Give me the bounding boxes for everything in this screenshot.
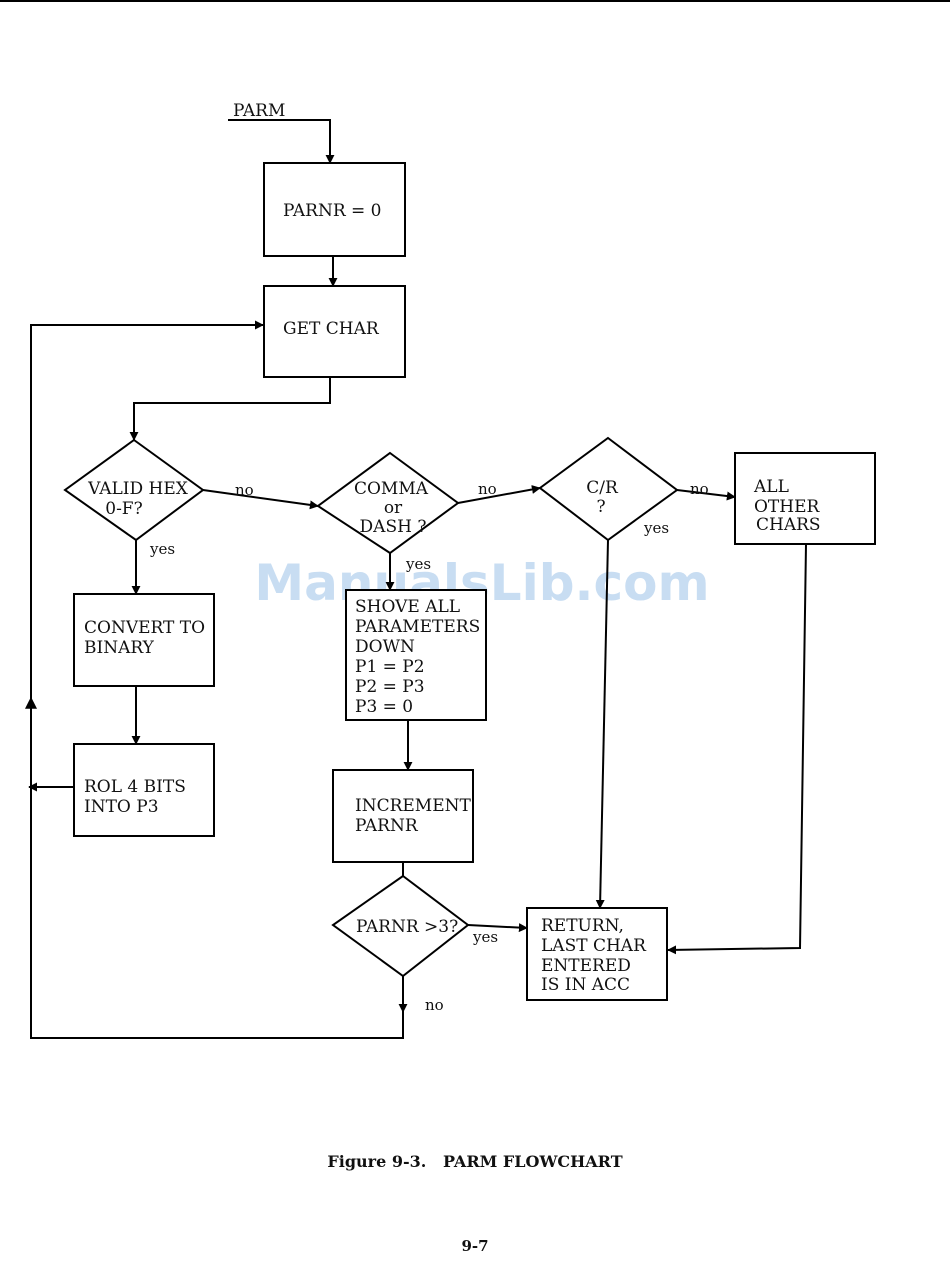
edge-parnr-yes bbox=[467, 923, 528, 933]
shove-line-6: P3 = 0 bbox=[355, 697, 413, 717]
edge-cr-yes bbox=[595, 539, 609, 909]
label-comma-yes: yes bbox=[405, 555, 431, 573]
node-return-box bbox=[526, 907, 668, 1001]
cr-line-1: C/R bbox=[586, 478, 619, 498]
page-number: 9-7 bbox=[461, 1237, 489, 1255]
label-parnr-yes: yes bbox=[472, 928, 498, 946]
node-shove-box bbox=[345, 589, 487, 721]
convert-line-1: CONVERT TO bbox=[84, 618, 205, 638]
comma-line-3: DASH ? bbox=[360, 517, 427, 537]
edge-getchar-validhex bbox=[129, 377, 331, 441]
label-parnr-no: no bbox=[425, 996, 444, 1014]
node-parnr-diamond bbox=[331, 874, 470, 978]
parnr-line: PARNR >3? bbox=[356, 917, 458, 937]
other-line-2: OTHER bbox=[754, 497, 821, 517]
comma-line-2: or bbox=[384, 498, 403, 518]
label-comma-no: no bbox=[478, 480, 497, 498]
edge-hex-no bbox=[202, 489, 319, 510]
node-cr-diamond bbox=[538, 436, 679, 542]
cr-line-2: ? bbox=[596, 497, 605, 517]
increment-line-1: INCREMENT bbox=[355, 796, 471, 816]
entry-label: PARM bbox=[233, 101, 285, 121]
node-validhex-diamond bbox=[63, 438, 205, 542]
comma-line-1: COMMA bbox=[354, 479, 429, 499]
init-line: PARNR = 0 bbox=[283, 201, 382, 221]
edge-other-return bbox=[667, 543, 807, 955]
other-line-3: CHARS bbox=[756, 515, 821, 535]
edge-cr-no bbox=[676, 489, 736, 501]
node-comma-diamond bbox=[316, 451, 460, 555]
shove-line-5: P2 = P3 bbox=[355, 677, 425, 697]
shove-line-1: SHOVE ALL bbox=[355, 597, 460, 617]
other-line-1: ALL bbox=[753, 477, 789, 497]
validhex-line-1: VALID HEX bbox=[87, 479, 189, 499]
label-hex-yes: yes bbox=[149, 540, 175, 558]
edge-loop-back bbox=[30, 320, 404, 1039]
edge-comma-no bbox=[457, 485, 541, 504]
edge-entry bbox=[228, 119, 335, 164]
node-rol-box bbox=[73, 743, 215, 837]
node-init-box bbox=[263, 162, 406, 257]
return-line-1: RETURN, bbox=[541, 916, 624, 936]
shove-line-4: P1 = P2 bbox=[355, 657, 425, 677]
rol-line-1: ROL 4 BITS bbox=[84, 777, 186, 797]
node-convert-box bbox=[73, 593, 215, 687]
return-line-3: ENTERED bbox=[541, 956, 631, 976]
getchar-line: GET CHAR bbox=[283, 319, 380, 339]
node-getchar-box bbox=[263, 285, 406, 378]
node-increment-box bbox=[332, 769, 474, 863]
top-rule bbox=[0, 0, 950, 2]
label-cr-yes: yes bbox=[643, 519, 669, 537]
convert-line-2: BINARY bbox=[84, 638, 155, 658]
label-cr-no: no bbox=[690, 480, 709, 498]
return-line-2: LAST CHAR bbox=[541, 936, 647, 956]
label-hex-no: no bbox=[235, 481, 254, 499]
validhex-line-2: 0-F? bbox=[105, 499, 142, 519]
rol-line-2: INTO P3 bbox=[84, 797, 159, 817]
shove-line-3: DOWN bbox=[355, 637, 415, 657]
figure-caption: Figure 9-3. PARM FLOWCHART bbox=[327, 1152, 623, 1171]
node-other-box bbox=[734, 452, 876, 545]
shove-line-2: PARAMETERS bbox=[355, 617, 480, 637]
return-line-4: IS IN ACC bbox=[541, 975, 630, 995]
increment-line-2: PARNR bbox=[355, 816, 419, 836]
